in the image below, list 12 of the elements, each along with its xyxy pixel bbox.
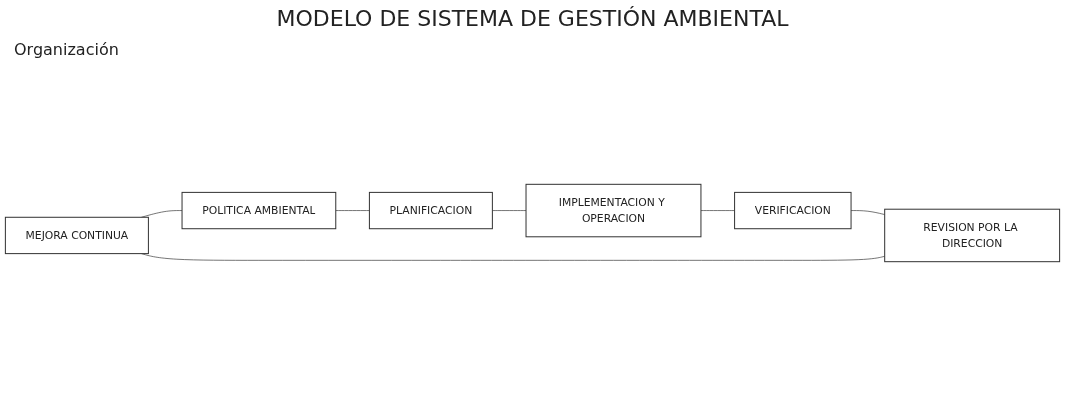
node-box: POLITICA AMBIENTAL xyxy=(181,191,337,230)
node-box: VERIFICACION xyxy=(734,191,852,230)
organization-label: Organización xyxy=(14,40,119,59)
connector xyxy=(492,210,527,211)
connector xyxy=(141,210,183,218)
node-box: IMPLEMENTACION Y OPERACION xyxy=(525,183,702,238)
connector xyxy=(335,210,370,211)
node-box: PLANIFICACION xyxy=(368,191,493,230)
diagram-title: MODELO DE SISTEMA DE GESTIÓN AMBIENTAL xyxy=(275,6,790,31)
node-box: REVISION POR LA DIRECCION xyxy=(884,208,1061,263)
node-box: MEJORA CONTINUA xyxy=(4,216,149,255)
connector xyxy=(700,210,735,211)
